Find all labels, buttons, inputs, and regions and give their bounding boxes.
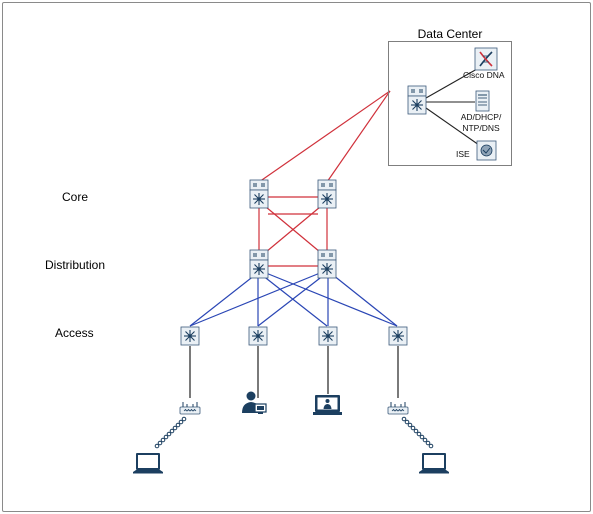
wireless-link-right <box>401 416 434 449</box>
cisco-dna-center-icon <box>474 47 498 71</box>
data-center-title: Data Center <box>417 27 483 41</box>
server-icon <box>475 90 490 112</box>
ise-icon <box>476 140 497 161</box>
cisco-dna-label: Cisco DNA <box>463 70 505 80</box>
access-downlinks <box>189 346 399 398</box>
video-endpoint-icon <box>313 395 342 415</box>
access-point-left-icon <box>179 401 201 415</box>
ise-label: ISE <box>456 149 470 159</box>
access-switch-1-icon <box>180 326 200 346</box>
laptop-right-icon <box>419 453 449 474</box>
wireless-link-left <box>154 416 187 449</box>
ad-dhcp-label-line1: AD/DHCP/ <box>460 112 502 122</box>
core-switch-1-icon <box>249 179 269 209</box>
distribution-switch-1-icon <box>249 249 269 279</box>
laptop-left-icon <box>133 453 163 474</box>
access-switch-4-icon <box>388 326 408 346</box>
data-center-box <box>388 41 512 166</box>
access-switch-2-icon <box>248 326 268 346</box>
ad-dhcp-label-line2: NTP/DNS <box>462 123 500 133</box>
core-switch-2-icon <box>317 179 337 209</box>
access-point-right-icon <box>387 401 409 415</box>
access-switch-3-icon <box>318 326 338 346</box>
data-center-switch-links <box>425 68 480 146</box>
ip-phone-user-icon <box>242 391 267 414</box>
core-layer-label: Core <box>62 190 89 204</box>
blue-links <box>189 272 398 327</box>
access-layer-label: Access <box>55 326 94 340</box>
red-links <box>258 90 391 267</box>
distribution-switch-2-icon <box>317 249 337 279</box>
distribution-layer-label: Distribution <box>45 258 106 272</box>
